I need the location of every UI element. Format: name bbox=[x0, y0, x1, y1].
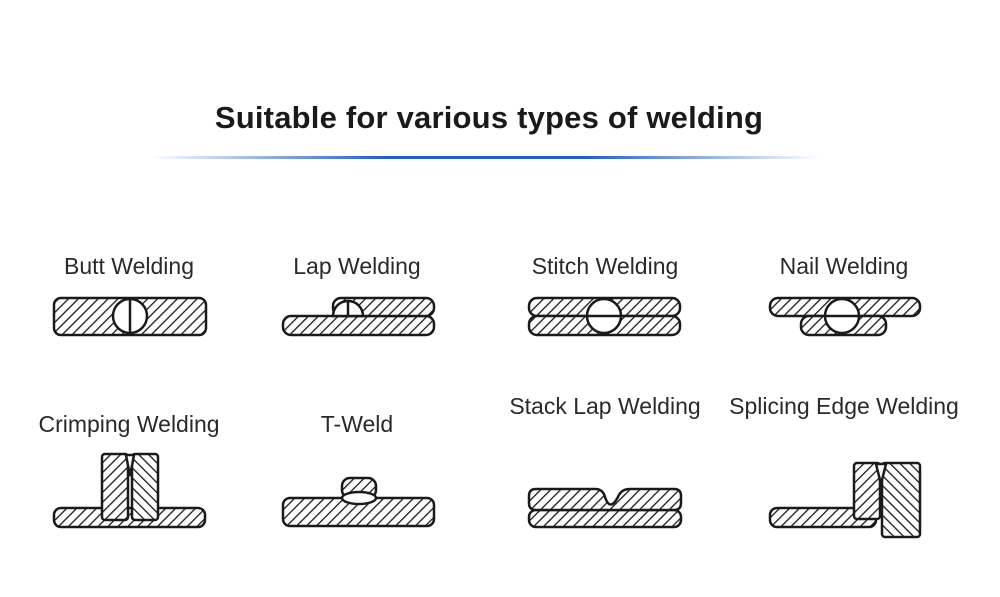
label-stack-lap-welding: Stack Lap Welding bbox=[509, 393, 701, 419]
label-crimping-welding: Crimping Welding bbox=[38, 411, 220, 437]
page-title: Suitable for various types of welding bbox=[214, 100, 764, 135]
diagram-stitch-welding bbox=[527, 296, 682, 337]
diagram-splicing-edge-welding bbox=[768, 461, 922, 539]
diagram-butt-welding bbox=[52, 296, 208, 337]
diagram-stack-lap-welding bbox=[527, 487, 683, 529]
diagram-t-weld bbox=[281, 476, 436, 528]
title-underline bbox=[150, 156, 820, 159]
label-lap-welding: Lap Welding bbox=[293, 253, 421, 279]
label-splicing-edge-welding: Splicing Edge Welding bbox=[729, 393, 959, 419]
diagram-nail-welding bbox=[768, 296, 922, 337]
label-stitch-welding: Stitch Welding bbox=[531, 253, 679, 279]
label-t-weld: T-Weld bbox=[320, 411, 394, 437]
label-butt-welding: Butt Welding bbox=[64, 253, 194, 279]
diagram-crimping-welding bbox=[52, 452, 207, 529]
diagram-lap-welding bbox=[281, 296, 436, 337]
label-nail-welding: Nail Welding bbox=[779, 253, 909, 279]
